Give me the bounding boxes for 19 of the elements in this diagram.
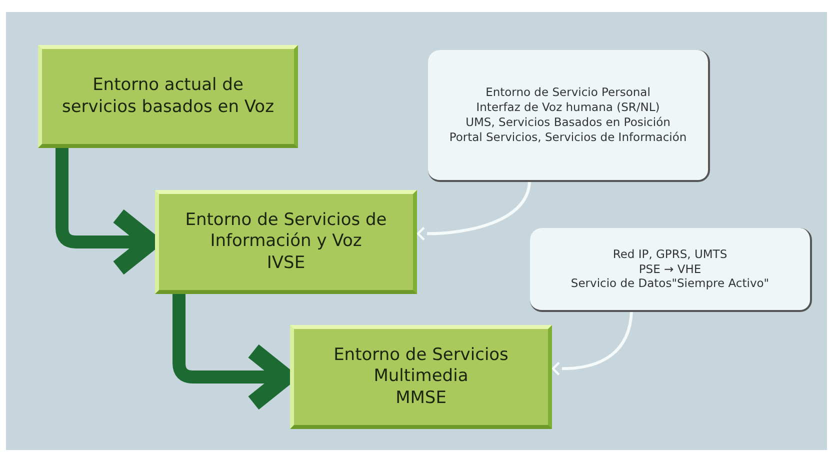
callout-box bbox=[428, 50, 710, 182]
box-text: Entorno de Servicios de Información y Voz bbox=[184, 210, 388, 253]
box-text: Entorno actual de servicios basados en Voz bbox=[60, 75, 276, 118]
process-box bbox=[155, 190, 417, 294]
box-text: IVSE bbox=[266, 252, 306, 274]
callout-text: Servicio de Datos"Siempre Activo" bbox=[570, 276, 770, 292]
callout-text: Portal Servicios, Servicios de Información bbox=[449, 130, 687, 145]
callout-text: Interfaz de Voz humana (SR/NL) bbox=[476, 100, 660, 115]
box-text: MMSE bbox=[396, 388, 446, 409]
callout-box bbox=[530, 228, 812, 312]
box-text: Entorno de Servicios Multimedia bbox=[332, 345, 510, 388]
arrow bbox=[416, 182, 531, 241]
process-box bbox=[38, 45, 298, 148]
callout-text: Red IP, GPRS, UMTS bbox=[612, 246, 728, 262]
arrow bbox=[552, 312, 634, 376]
callout-text: Entorno de Servicio Personal bbox=[486, 85, 650, 100]
process-box bbox=[290, 325, 552, 429]
callout-text: UMS, Servicios Basados en Posición bbox=[466, 115, 670, 130]
callout-text: PSE → VHE bbox=[638, 262, 702, 276]
